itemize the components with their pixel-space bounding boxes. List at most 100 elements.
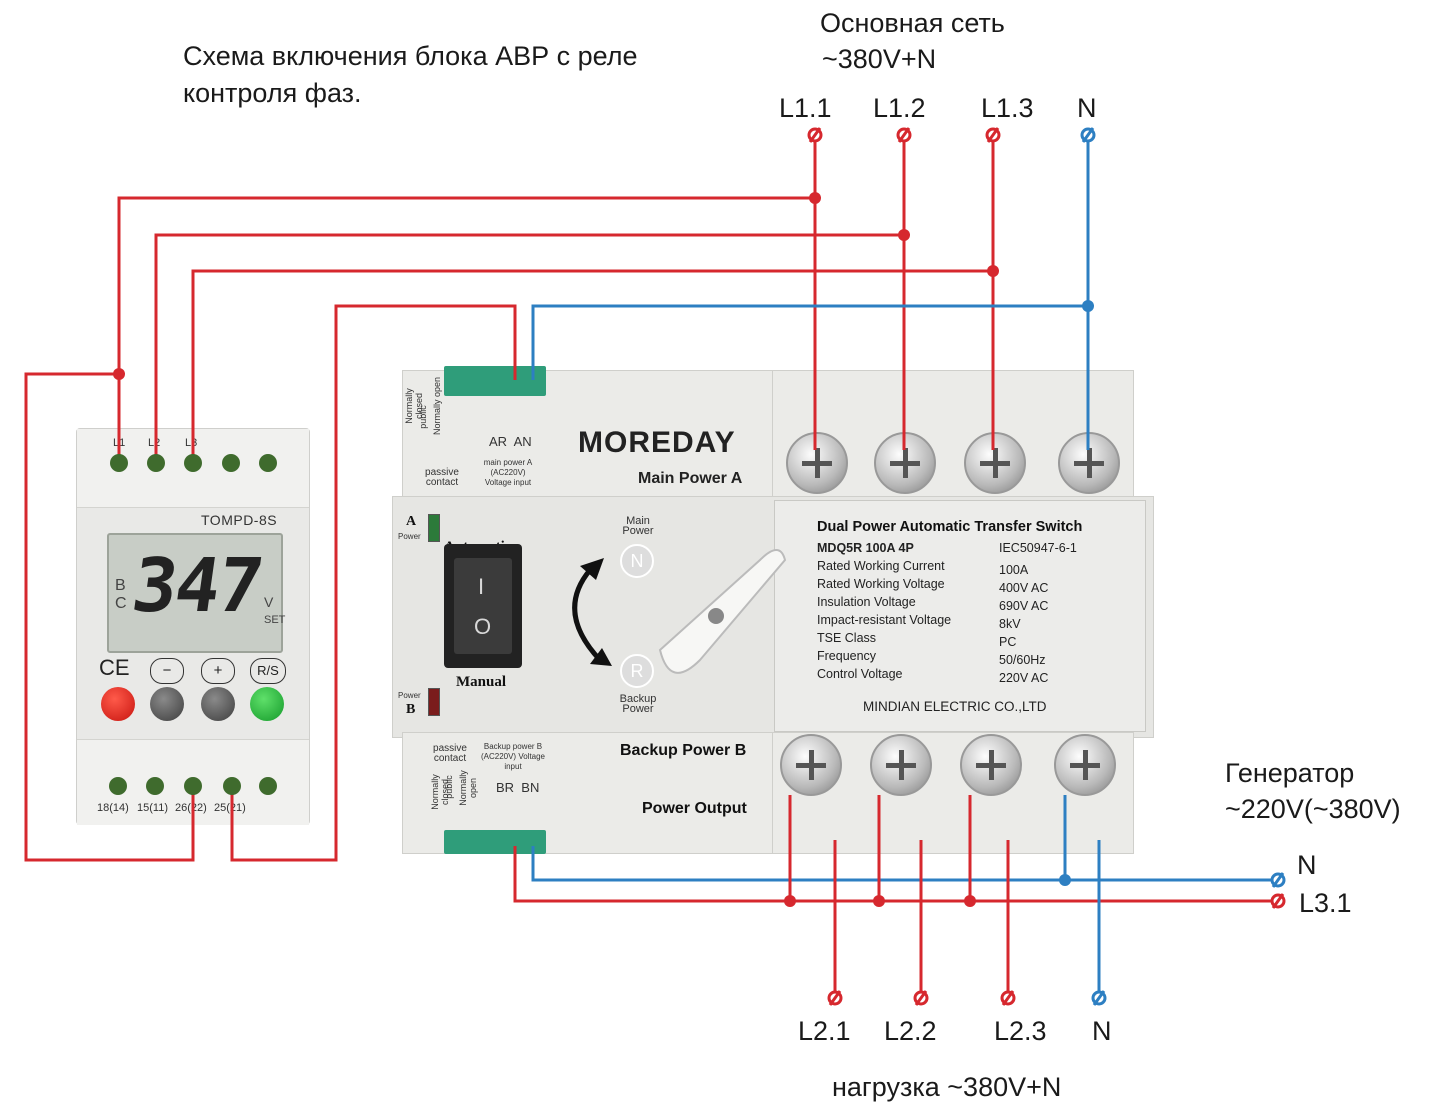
- bottom-voltage-input: Backup power B (AC220V) Voltage input: [480, 742, 546, 771]
- rs-label: R/S: [250, 658, 286, 684]
- nameplate-spec-value: 690V AC: [999, 599, 1049, 613]
- load-label: нагрузка ~380V+N: [832, 1072, 1062, 1102]
- relay-model: TOMPD-8S: [201, 512, 278, 528]
- relay-terminal-label-18: 18(14): [97, 802, 129, 814]
- nameplate-spec-key: Rated Working Current: [817, 559, 945, 573]
- wire-gen-l31: [513, 846, 1278, 903]
- indicator-a-sub: Power: [398, 532, 421, 541]
- rs-button[interactable]: [250, 687, 284, 721]
- manual-label: Manual: [456, 674, 507, 690]
- display-set: SET: [264, 614, 286, 626]
- indicator-a-letter: A: [406, 514, 417, 529]
- screw-top-3: [964, 432, 1026, 494]
- dial-r-mark: R: [620, 654, 654, 688]
- top-ar-an: AR AN: [489, 434, 532, 449]
- wire-ar: [230, 304, 517, 862]
- dial-backup-power: Backup Power: [619, 693, 657, 715]
- nameplate-spec-key: Rated Working Voltage: [817, 577, 945, 591]
- nameplate-spec-key: Frequency: [817, 649, 877, 663]
- terminal-label-l12: L1.2: [873, 93, 926, 123]
- wire-relay-l2: [154, 233, 904, 462]
- screw-top-1: [786, 432, 848, 494]
- rotate-arrow-icon: [572, 568, 602, 662]
- wire-relay-l1: [117, 196, 815, 462]
- nameplate-spec-value: 8kV: [999, 617, 1021, 631]
- indicator-b-letter: B: [406, 702, 416, 717]
- top-passive-contact: passive contact: [425, 467, 459, 488]
- generator-label: Генератор: [1225, 758, 1355, 788]
- mode-rocker-switch[interactable]: I O: [444, 544, 522, 668]
- indicator-b-sub: Power: [398, 691, 421, 700]
- nameplate-standard: IEC50947-6-1: [999, 541, 1077, 555]
- junctions: [113, 192, 1094, 907]
- power-output-label: Power Output: [642, 800, 747, 817]
- main-power-a-label: Main Power A: [638, 470, 743, 487]
- ce-mark: CE: [99, 655, 130, 680]
- control-terminal-bottom: [444, 830, 546, 854]
- terminal-label-n-gen: N: [1297, 850, 1317, 880]
- nameplate-spec-key: Insulation Voltage: [817, 595, 916, 609]
- terminal-label-l13: L1.3: [981, 93, 1034, 123]
- diagram-title: Схема включения блока АВР с реле контрол…: [183, 41, 638, 108]
- relay-terminal-label-15: 15(11): [137, 802, 168, 814]
- plus-button[interactable]: [201, 687, 235, 721]
- red-button[interactable]: [101, 687, 135, 721]
- generator-voltage: ~220V(~380V): [1225, 794, 1401, 824]
- bottom-br-bn: BR BN: [496, 780, 540, 795]
- bottom-passive-contact: passive contact: [433, 743, 467, 764]
- display-unit: V: [264, 594, 274, 610]
- main-network-label: Основная сеть: [820, 8, 1005, 38]
- screw-bottom-3: [960, 734, 1022, 796]
- minus-label: −: [150, 658, 184, 684]
- terminal-label-l21: L2.1: [798, 1016, 851, 1046]
- wire-relay-contact: [24, 372, 195, 862]
- dial-n-mark: N: [620, 544, 654, 578]
- nameplate-spec-key: TSE Class: [817, 631, 877, 645]
- nameplate-spec-value: 100A: [999, 563, 1029, 577]
- nameplate-heading: Dual Power Automatic Transfer Switch: [817, 519, 1083, 535]
- relay-terminals: [109, 454, 277, 795]
- control-terminal-top: [444, 366, 546, 396]
- nameplate: Dual Power Automatic Transfer Switch MDQ…: [774, 500, 1146, 732]
- relay-terminal-label-25: 25(21): [214, 802, 246, 814]
- nameplate-spec-key: Control Voltage: [817, 667, 903, 681]
- main-network-voltage: ~380V+N: [822, 44, 937, 74]
- dial-main-power: Main Power: [622, 515, 654, 537]
- terminal-label-l23: L2.3: [994, 1016, 1047, 1046]
- screw-bottom-4: [1054, 734, 1116, 796]
- terminal-label-l31: L3.1: [1299, 888, 1352, 918]
- minus-button[interactable]: [150, 687, 184, 721]
- nameplate-spec-key: Impact-resistant Voltage: [817, 613, 952, 627]
- screw-bottom-1: [780, 734, 842, 796]
- terminal-label-l22: L2.2: [884, 1016, 937, 1046]
- switch-i: I: [478, 574, 485, 599]
- plus-label: +: [201, 658, 235, 684]
- nameplate-spec-value: 400V AC: [999, 581, 1049, 595]
- wire-an: [531, 304, 1088, 380]
- nameplate-spec-value: 50/60Hz: [999, 653, 1046, 667]
- nameplate-spec-value: PC: [999, 635, 1017, 649]
- display-phase-letters: B C: [115, 577, 127, 612]
- brand-logo: MOREDAY: [578, 426, 736, 459]
- backup-power-b-label: Backup Power B: [620, 742, 747, 759]
- nameplate-spec-value: 220V AC: [999, 671, 1049, 685]
- relay-display: B C 347 V SET: [107, 533, 286, 653]
- phase-control-relay: L1 L2 L3 TOMPD-8S B C 347 V SET CE − + R…: [76, 428, 310, 825]
- wire-relay-l3: [191, 269, 993, 462]
- nameplate-model: MDQ5R 100A 4P: [817, 541, 914, 555]
- terminal-label-n-main: N: [1077, 93, 1097, 123]
- ats-switch: Normally closed public Normally open pas…: [382, 346, 1160, 878]
- indicator-b-led: [428, 688, 440, 716]
- rocker[interactable]: I O: [454, 558, 512, 654]
- switch-o: O: [474, 614, 492, 639]
- indicator-a-led: [428, 514, 440, 542]
- top-voltage-input: main power A (AC220V) Voltage input: [483, 458, 533, 487]
- terminal-symbols: [807, 127, 1286, 1006]
- terminal-label-l11: L1.1: [779, 93, 832, 123]
- terminal-label-n-load: N: [1092, 1016, 1112, 1046]
- relay-terminal-label-26: 26(22): [175, 802, 207, 814]
- nameplate-maker: MINDIAN ELECTRIC CO.,LTD: [863, 699, 1047, 714]
- screw-bottom-2: [870, 734, 932, 796]
- wire-gen-n: [531, 846, 1278, 882]
